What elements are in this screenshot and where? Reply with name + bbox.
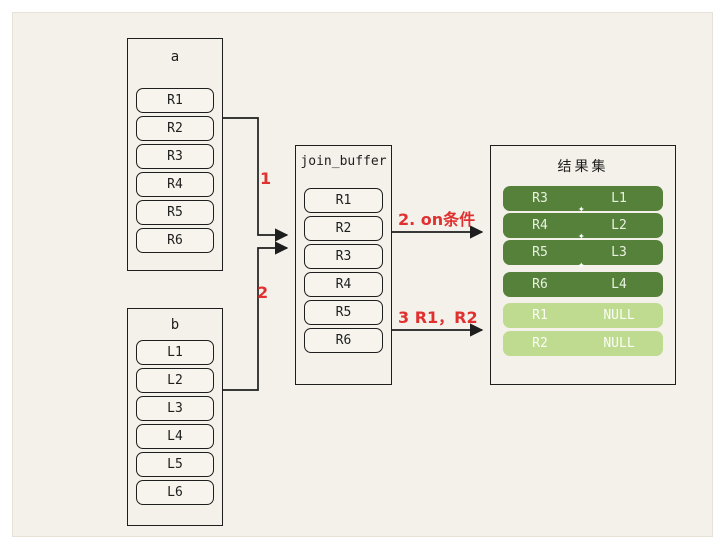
sparkle-icon: ✦ (578, 229, 585, 242)
table-a-box: a (127, 38, 223, 271)
result-left-value: R1 (532, 308, 548, 323)
result-row-matched: R4 L2 (503, 213, 663, 238)
table-a-row: R5 (136, 200, 214, 225)
result-row-matched: R3 L1 (503, 186, 663, 211)
result-left-value: R2 (532, 336, 548, 351)
sparkle-icon: ✦ (578, 258, 585, 271)
result-left-value: R6 (532, 277, 548, 292)
result-left-value: R4 (532, 218, 548, 233)
table-b-title: b (170, 317, 180, 333)
result-left-value: R5 (532, 245, 548, 260)
table-b-row: L3 (136, 396, 214, 421)
result-right-value: NULL (603, 308, 635, 323)
table-a-row: R1 (136, 88, 214, 113)
join-buffer-box: join_buffer (295, 145, 392, 385)
result-set-title: 结果集 (557, 159, 609, 175)
join-buffer-title: join_buffer (300, 154, 387, 169)
sparkle-icon: ✦ (578, 202, 585, 215)
table-a-row: R3 (136, 144, 214, 169)
step-2-label: 2 (257, 283, 269, 302)
result-right-value: L3 (611, 245, 627, 260)
table-b-row: L4 (136, 424, 214, 449)
result-row-matched: R5 L3 (503, 240, 663, 265)
table-a-row: R2 (136, 116, 214, 141)
result-row-unmatched: R2 NULL (503, 331, 663, 356)
null-fill-label: 3 R1，R2 (398, 308, 478, 327)
table-a-row: R6 (136, 228, 214, 253)
join-buffer-row: R1 (304, 188, 383, 213)
table-b-row: L5 (136, 452, 214, 477)
join-buffer-row: R6 (304, 328, 383, 353)
table-b-row: L1 (136, 340, 214, 365)
result-right-value: L2 (611, 218, 627, 233)
join-buffer-row: R5 (304, 300, 383, 325)
table-b-box: b (127, 308, 223, 526)
result-right-value: L1 (611, 191, 627, 206)
result-set-box: 结果集 (490, 145, 676, 385)
join-buffer-row: R4 (304, 272, 383, 297)
on-condition-label: 2. on条件 (398, 210, 476, 229)
result-right-value: NULL (603, 336, 635, 351)
result-row-matched: R6 L4 (503, 272, 663, 297)
table-a-row: R4 (136, 172, 214, 197)
join-buffer-row: R3 (304, 244, 383, 269)
table-b-row: L2 (136, 368, 214, 393)
join-buffer-row: R2 (304, 216, 383, 241)
table-b-row: L6 (136, 480, 214, 505)
result-row-unmatched: R1 NULL (503, 303, 663, 328)
result-left-value: R3 (532, 191, 548, 206)
step-1-label: 1 (260, 169, 272, 188)
result-right-value: L4 (611, 277, 627, 292)
table-a-title: a (170, 49, 180, 65)
